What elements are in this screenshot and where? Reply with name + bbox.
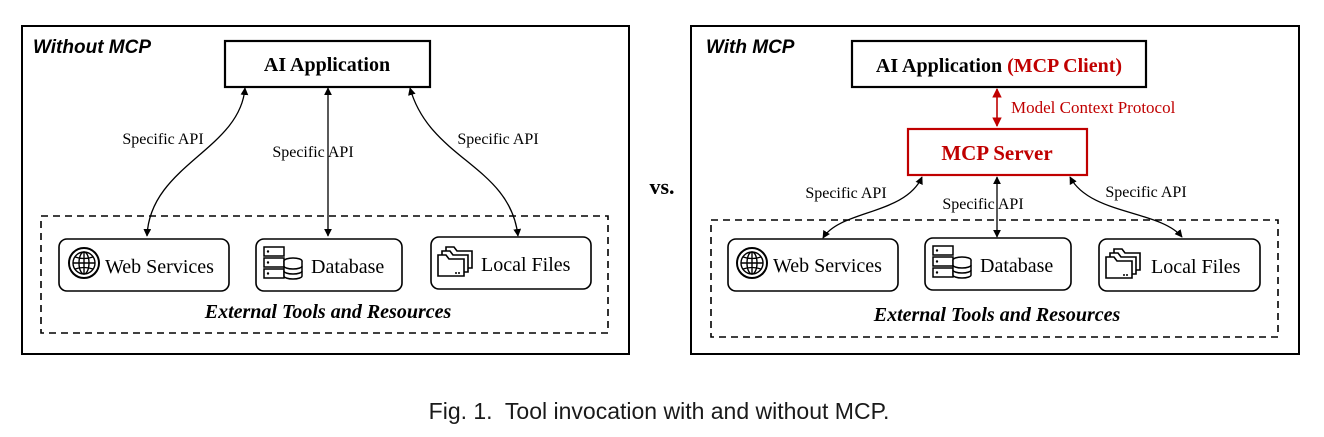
local-files-box (1098, 238, 1261, 292)
figure-caption: Fig. 1. Tool invocation with and without… (429, 398, 890, 424)
vs-label: vs. (649, 174, 674, 199)
api-label: Specific API (942, 196, 1023, 213)
api-label: Specific API (122, 131, 203, 148)
mcp-server-label: MCP Server (941, 141, 1052, 165)
folder-icon (1105, 248, 1141, 279)
left-connector-files (408, 87, 522, 237)
api-label: Specific API (1105, 184, 1186, 201)
database-icon (932, 245, 972, 279)
ai-application-box (223, 39, 432, 89)
right-connector-files (1069, 176, 1183, 238)
local-files-box (430, 236, 592, 290)
right-connector-web (822, 176, 923, 239)
web-services-box (58, 238, 230, 292)
resources-title: External Tools and Resources (873, 304, 1121, 326)
right-panel-frame (690, 25, 1300, 355)
api-label: Specific API (805, 185, 886, 202)
app-label-prefix: AI Application (876, 55, 1002, 77)
left-panel-title: Without MCP (33, 37, 151, 58)
mcp-client-label: (MCP Client) (1007, 55, 1122, 77)
protocol-label: Model Context Protocol (1011, 98, 1176, 117)
ai-application-client-box (850, 39, 1148, 89)
local-files-label: Local Files (1151, 256, 1241, 278)
left-panel-frame (21, 25, 630, 355)
database-label: Database (311, 256, 384, 278)
database-icon (263, 246, 303, 280)
resources-group (40, 215, 609, 334)
right-panel: With MCP AI Application(MCP Client) Mode… (690, 25, 1300, 355)
api-label: Specific API (272, 144, 353, 161)
right-panel-title: With MCP (706, 37, 795, 58)
api-label: Specific API (457, 131, 538, 148)
database-label: Database (980, 255, 1053, 277)
left-panel: Without MCP AI Application Specific API … (21, 25, 630, 355)
folder-icon (437, 246, 473, 277)
left-connector-web (143, 87, 249, 237)
globe-icon (68, 247, 100, 279)
globe-icon (736, 247, 768, 279)
resources-group (710, 219, 1279, 338)
ai-application-client-label: AI Application(MCP Client) (876, 55, 1122, 77)
local-files-label: Local Files (481, 254, 571, 276)
web-services-label: Web Services (105, 256, 214, 278)
web-services-label: Web Services (773, 255, 882, 277)
mcp-server-box (906, 127, 1089, 177)
web-services-box (727, 238, 899, 292)
ai-application-label: AI Application (264, 54, 390, 76)
resources-title: External Tools and Resources (204, 301, 452, 323)
